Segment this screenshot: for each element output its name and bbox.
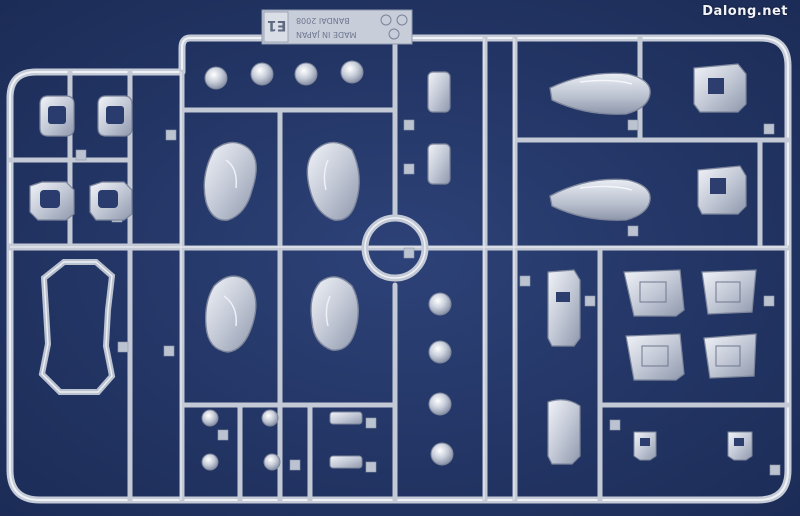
tag-line-2: MADE IN JAPAN: [296, 30, 357, 39]
thruster-cone-parts: [549, 72, 651, 221]
sprue-label-tag: [261, 9, 413, 45]
sprue-frame: [6, 34, 792, 504]
armor-plate-parts: [623, 269, 757, 381]
sprue-letter: E1: [267, 17, 287, 33]
dome-parts: [204, 60, 364, 90]
rail-parts: [329, 411, 363, 469]
hinge-parts-top-left: [29, 95, 133, 221]
sprue-runners: [7, 35, 791, 503]
box-parts: [547, 63, 747, 465]
tag-line-1: BANDAI 2008: [296, 16, 350, 25]
ball-joint-parts: [201, 292, 454, 471]
frame-loop-parts: [38, 259, 116, 395]
small-tab-parts: [633, 431, 753, 461]
small-block-parts: [427, 71, 451, 185]
sprue-label: E1 BANDAI 2008 MADE IN JAPAN: [262, 10, 412, 44]
shield-parts: [203, 141, 360, 353]
center-ring: [361, 214, 429, 282]
watermark: Dalong.net: [702, 4, 788, 19]
